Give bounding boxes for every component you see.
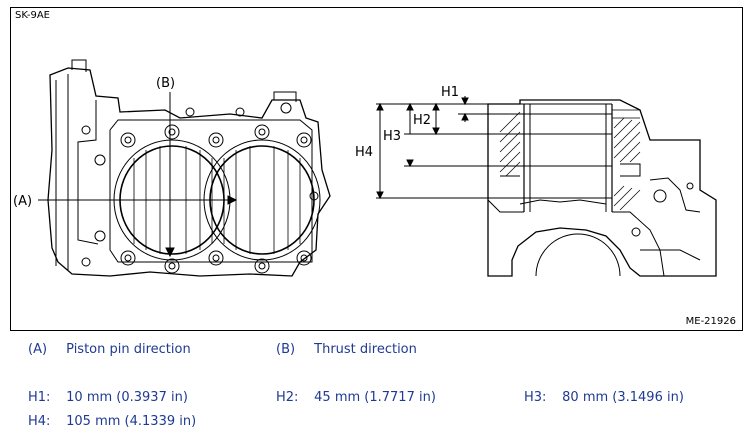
label-h1: H1 bbox=[441, 85, 459, 100]
figure-id: SK-9AE bbox=[15, 10, 50, 21]
measurement-key: H1: bbox=[28, 390, 51, 405]
label-h2: H2 bbox=[413, 113, 431, 128]
cylinder-block-top-view bbox=[47, 59, 331, 277]
measurement-value: 10 mm (0.3937 in) bbox=[66, 390, 188, 405]
measurement-key: H2: bbox=[276, 390, 299, 405]
legend-item-a: (A) Piston pin direction bbox=[28, 342, 191, 357]
measurement-value: 105 mm (4.1339 in) bbox=[66, 414, 197, 429]
legend-key-a: (A) bbox=[28, 342, 48, 357]
cylinder-block-section-view bbox=[487, 99, 717, 277]
figure-frame: SK-9AE ME-21926 bbox=[10, 7, 743, 331]
legend-key-b: (B) bbox=[276, 342, 296, 357]
measurement-value: 45 mm (1.7717 in) bbox=[314, 390, 436, 405]
measurement-key: H4: bbox=[28, 414, 51, 429]
legend-text-b: Thrust direction bbox=[314, 342, 417, 357]
arrow-thrust-direction bbox=[165, 92, 175, 258]
arrow-piston-pin-direction bbox=[38, 195, 238, 205]
measurement-h4: H4: 105 mm (4.1339 in) bbox=[28, 414, 196, 429]
label-h4: H4 bbox=[355, 145, 373, 160]
measurement-h3: H3: 80 mm (3.1496 in) bbox=[524, 390, 684, 405]
label-a: (A) bbox=[13, 194, 32, 209]
legend-item-b: (B) Thrust direction bbox=[276, 342, 417, 357]
label-b: (B) bbox=[156, 76, 175, 91]
legend-text-a: Piston pin direction bbox=[66, 342, 191, 357]
measurement-h1: H1: 10 mm (0.3937 in) bbox=[28, 390, 188, 405]
label-h3: H3 bbox=[383, 129, 401, 144]
measurement-key: H3: bbox=[524, 390, 547, 405]
measurement-h2: H2: 45 mm (1.7717 in) bbox=[276, 390, 436, 405]
measurement-lines bbox=[376, 96, 612, 200]
figure-reference: ME-21926 bbox=[685, 316, 736, 327]
measurement-value: 80 mm (3.1496 in) bbox=[562, 390, 684, 405]
